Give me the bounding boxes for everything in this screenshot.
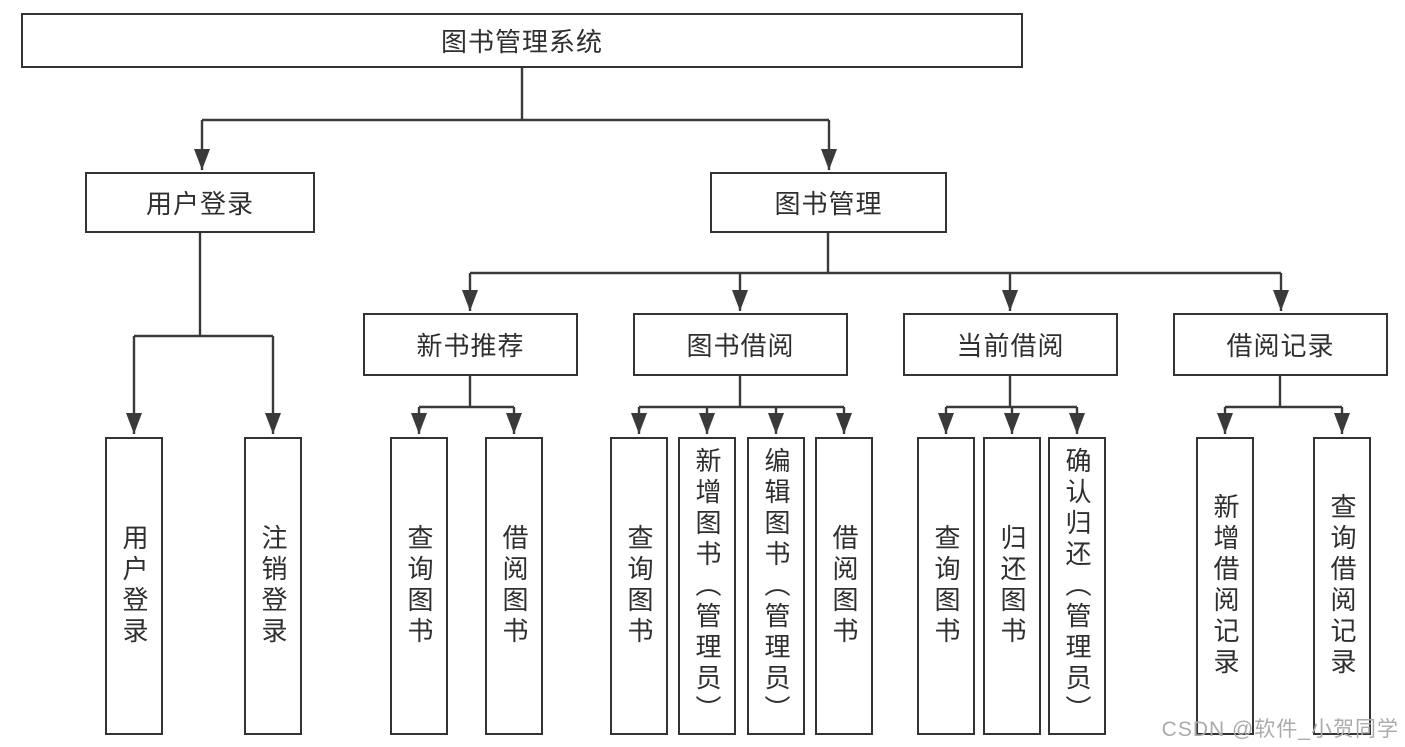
leaf-return-books: 归还图书 <box>983 437 1041 735</box>
leaf-query-borrow-record: 查询借阅记录 <box>1313 437 1371 735</box>
leaf-borrow-books-recommend: 借阅图书 <box>485 437 543 735</box>
node-book-borrowing: 图书借阅 <box>633 313 848 376</box>
leaf-borrow-books: 借阅图书 <box>815 437 873 735</box>
leaf-add-borrow-record: 新增借阅记录 <box>1196 437 1254 735</box>
node-borrowing-records: 借阅记录 <box>1173 313 1388 376</box>
node-library-management-system: 图书管理系统 <box>21 13 1023 68</box>
node-book-management: 图书管理 <box>710 172 947 233</box>
leaf-query-books-borrow: 查询图书 <box>610 437 668 735</box>
leaf-user-login: 用户登录 <box>105 437 163 735</box>
node-new-book-recommendation: 新书推荐 <box>363 313 578 376</box>
leaf-add-books-admin: 新增图书（管理员） <box>678 437 736 735</box>
leaf-query-books-current: 查询图书 <box>917 437 975 735</box>
node-current-borrowing: 当前借阅 <box>903 313 1118 376</box>
leaf-confirm-return-admin: 确认归还（管理员） <box>1048 437 1106 735</box>
leaf-query-books-recommend: 查询图书 <box>390 437 448 735</box>
node-user-login: 用户登录 <box>85 172 315 233</box>
csdn-watermark: CSDN @软件_小贺同学 <box>1161 718 1399 741</box>
leaf-edit-books-admin: 编辑图书（管理员） <box>747 437 805 735</box>
leaf-logout: 注销登录 <box>244 437 302 735</box>
